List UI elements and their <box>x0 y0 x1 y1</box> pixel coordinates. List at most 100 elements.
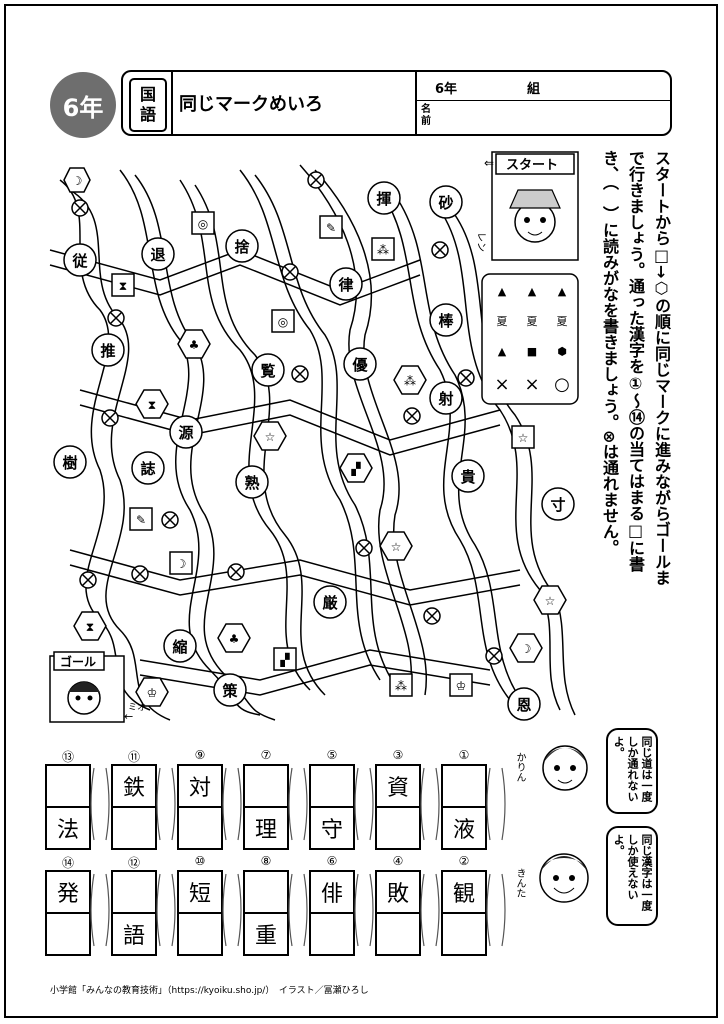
answer-number: ⑤ <box>326 748 338 762</box>
svg-text:⧗: ⧗ <box>119 279 127 293</box>
answer-box-3[interactable]: 資 <box>375 764 421 850</box>
answer-number: ⑫ <box>127 856 140 870</box>
answer-box-11[interactable]: 鉄 <box>111 764 157 850</box>
answer-number: ⑨ <box>194 748 206 762</box>
svg-text:⧗: ⧗ <box>86 620 94 634</box>
answer-box-9[interactable]: 対 <box>177 764 223 850</box>
svg-text:▞: ▞ <box>279 652 290 667</box>
kanji-node: 縮 <box>163 629 197 663</box>
svg-text:律: 律 <box>337 276 353 294</box>
kanji-node: 射 <box>429 381 463 415</box>
answer-box-10[interactable]: 短 <box>177 870 223 956</box>
pen-square-node-2 <box>319 215 343 239</box>
answer-number: ⑩ <box>194 854 206 868</box>
answer-box-14[interactable]: 発 <box>45 870 91 956</box>
page-frame <box>4 4 718 1018</box>
mark-nodes: ☽ ⧗ ◎ ♣ ⧗ ✎ ☽ ⧗ ♣ ▞ ✎ ⁂ ◎ ⁂ ☆ ▞ ☆ ☆ ☆ <box>63 167 567 707</box>
svg-text:⁂: ⁂ <box>395 679 407 693</box>
kanji-node: 律 <box>329 267 363 301</box>
svg-text:砂: 砂 <box>438 194 453 212</box>
star-hex-node-2 <box>379 531 413 561</box>
blocked-icon <box>403 407 421 425</box>
kanji-node: 棒 <box>429 303 463 337</box>
blocked-icon <box>281 263 299 281</box>
karin-name: かりん <box>514 752 525 782</box>
blocked-icon <box>291 365 309 383</box>
start-area: スタート ⇐ <box>484 151 579 261</box>
legend-result-2: × <box>524 374 539 395</box>
kanji-node: 貴 <box>451 459 485 493</box>
blocked-icon <box>307 171 325 189</box>
kanji-node: 従 <box>63 243 97 277</box>
kanji-node: 揮 <box>367 181 401 215</box>
kanji-node: 寸 <box>541 487 575 521</box>
name-label: 名前 <box>421 104 431 127</box>
blocked-icon <box>355 539 373 557</box>
worksheet-header: 国 語 同じマークめいろ 6年 組 名前 <box>121 70 672 136</box>
svg-text:熟: 熟 <box>244 474 259 492</box>
svg-text:▞: ▞ <box>350 461 361 476</box>
blocked-icon <box>101 409 119 427</box>
pen-square-node <box>129 507 153 531</box>
answer-box-7[interactable]: 理 <box>243 764 289 850</box>
svg-text:⬢: ⬢ <box>557 345 567 358</box>
moon-hex-node <box>63 167 91 193</box>
svg-text:射: 射 <box>437 390 453 408</box>
kanji-node: 策 <box>213 673 247 707</box>
kanji-node: 優 <box>343 347 377 381</box>
blocked-icon <box>161 511 179 529</box>
legend-result-3: ○ <box>554 374 570 395</box>
instructions: スタートから□→⬡の順に同じマークに進みながらゴールまで行きましょう。通った漢字… <box>600 150 671 586</box>
class-name-box: 6年 組 名前 <box>415 72 672 134</box>
start-label: スタート <box>506 158 558 173</box>
svg-text:☆: ☆ <box>265 430 276 444</box>
answer-box-13[interactable]: 法 <box>45 764 91 850</box>
answer-number: ⑭ <box>61 856 74 870</box>
blocked-nodes <box>71 171 503 665</box>
dots-square-node-2 <box>389 673 413 697</box>
answer-box-5[interactable]: 守 <box>309 764 355 850</box>
svg-text:☽: ☽ <box>72 174 83 188</box>
answer-box-1[interactable]: 液 <box>441 764 487 850</box>
svg-text:源: 源 <box>178 424 193 442</box>
answer-box-2[interactable]: 観 <box>441 870 487 956</box>
kanji-node: 源 <box>169 415 203 449</box>
reading-parentheses <box>90 767 506 947</box>
blocked-icon <box>227 563 245 581</box>
svg-text:◎: ◎ <box>198 217 208 231</box>
answer-number: ⑧ <box>260 854 272 868</box>
svg-text:☆: ☆ <box>545 594 556 608</box>
answer-box-4[interactable]: 敗 <box>375 870 421 956</box>
svg-text:▲: ▲ <box>498 285 507 298</box>
svg-text:推: 推 <box>100 342 115 360</box>
svg-text:♣: ♣ <box>229 632 240 646</box>
svg-text:捨: 捨 <box>234 238 250 256</box>
blocked-icon <box>423 607 441 625</box>
answer-number: ⑪ <box>127 750 140 764</box>
svg-text:♔: ♔ <box>456 679 467 693</box>
svg-text:◎: ◎ <box>278 315 288 329</box>
svg-text:▲: ▲ <box>528 285 537 298</box>
svg-text:恩: 恩 <box>516 696 531 714</box>
moon-hex-node-2 <box>509 633 543 663</box>
moon-square-node <box>169 551 193 575</box>
swirl-square-node-2 <box>271 309 295 333</box>
answer-number: ③ <box>392 748 404 762</box>
svg-text:優: 優 <box>351 356 368 374</box>
swirl-square-node <box>191 211 215 235</box>
answer-box-12[interactable]: 語 <box>111 870 157 956</box>
blocked-icon <box>485 647 503 665</box>
svg-text:揮: 揮 <box>376 190 391 208</box>
kinta-character-icon <box>539 853 589 903</box>
svg-text:▲: ▲ <box>558 285 567 298</box>
answer-box-6[interactable]: 俳 <box>309 870 355 956</box>
blocked-icon <box>71 199 89 217</box>
tip-bubble-2: 同じ漢字は一度しか使えないよ。 <box>606 826 658 926</box>
answer-box-8[interactable]: 重 <box>243 870 289 956</box>
answer-number: ④ <box>392 854 404 868</box>
legend-result-1: × <box>494 374 509 395</box>
subject-box: 国 語 <box>129 78 167 132</box>
answer-number: ② <box>458 854 470 868</box>
svg-text:退: 退 <box>150 246 165 264</box>
svg-text:☆: ☆ <box>391 540 402 554</box>
